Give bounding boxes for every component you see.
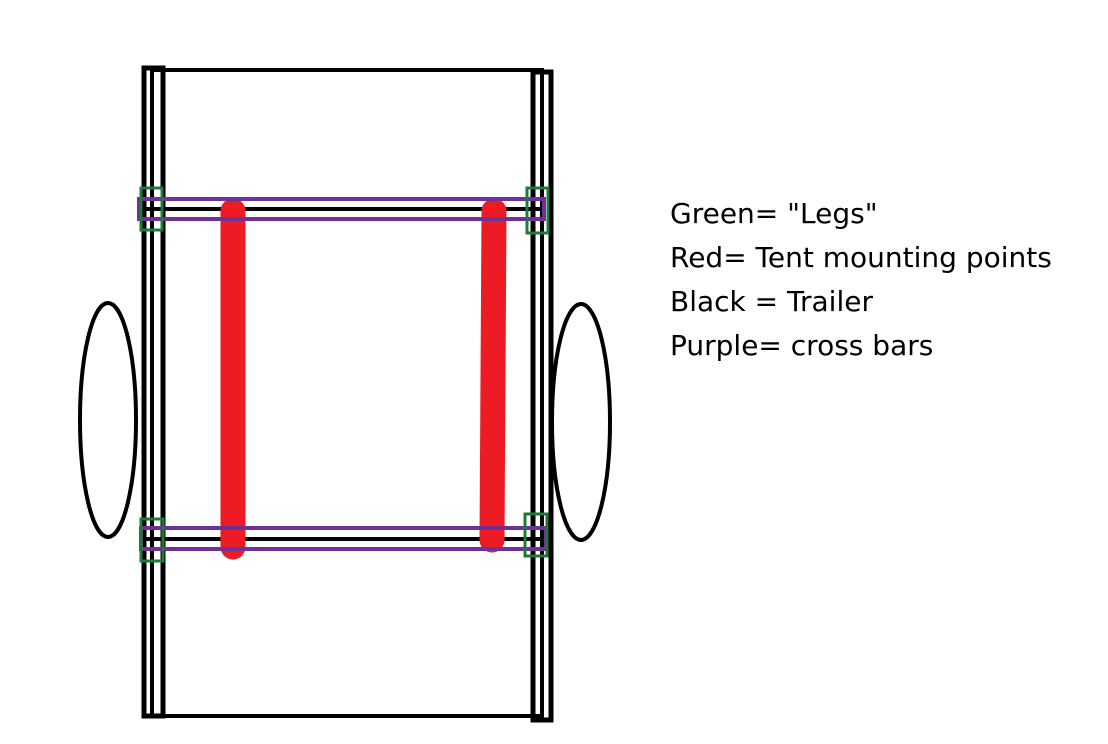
legend-black-trailer: Black = Trailer [670,285,873,318]
left-wheel [78,301,138,539]
tent-mount-right [479,198,507,553]
leg-bottom-right [523,512,549,558]
legend-red-tent-mounts: Red= Tent mounting points [670,241,1052,274]
legend-green-legs: Green= "Legs" [670,197,878,230]
legend: Green= "Legs" Red= Tent mounting points … [670,192,1052,368]
legs [139,186,550,563]
leg-top-left [139,186,164,232]
leg-bottom-left [139,517,165,563]
legend-purple-cross-bars: Purple= cross bars [670,329,934,362]
leg-top-right [525,186,550,235]
cross-bar-top [137,197,546,221]
right-wheel [550,302,612,542]
trailer-left-rail [141,65,166,719]
trailer-bed [150,68,544,718]
